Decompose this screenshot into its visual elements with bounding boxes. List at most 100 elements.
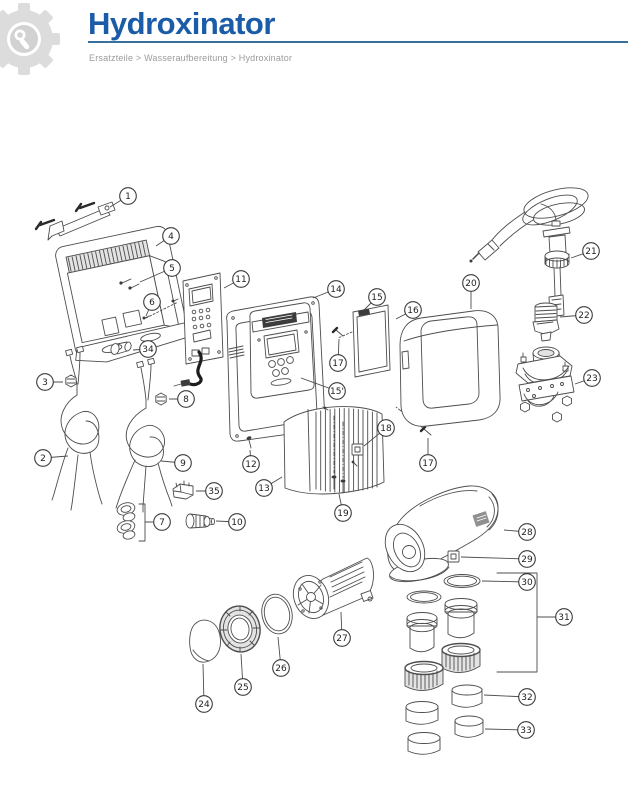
callout-11: 11 bbox=[223, 270, 250, 289]
svg-text:35: 35 bbox=[208, 487, 219, 497]
callout-21: 21 bbox=[570, 242, 600, 260]
part-threaded-fitting bbox=[532, 302, 560, 342]
svg-text:22: 22 bbox=[578, 311, 589, 321]
callout-4: 4 bbox=[155, 227, 180, 247]
part-cable-2 bbox=[51, 345, 103, 511]
part-coupler-34 bbox=[110, 341, 132, 355]
callout-15: 15 bbox=[363, 288, 386, 311]
callout-17-side: 17 bbox=[419, 438, 437, 472]
callout-23: 23 bbox=[574, 369, 601, 387]
gear-wrench-icon bbox=[0, 3, 60, 75]
svg-text:34: 34 bbox=[142, 345, 154, 355]
svg-text:1: 1 bbox=[125, 192, 131, 202]
part-oring-26 bbox=[261, 593, 293, 635]
callout-31: 31 bbox=[539, 608, 573, 626]
callout-25: 25 bbox=[234, 653, 252, 696]
part-locking-ring bbox=[219, 605, 261, 653]
part-rings-32-33 bbox=[405, 684, 484, 755]
svg-text:15': 15' bbox=[330, 387, 344, 397]
callout-32: 32 bbox=[483, 688, 536, 706]
svg-text:8: 8 bbox=[183, 395, 189, 405]
callout-34: 34 bbox=[132, 340, 157, 358]
callout-layer: 12345678910111213141515'1617171819202122… bbox=[34, 187, 601, 739]
svg-text:17: 17 bbox=[332, 359, 343, 369]
callout-24: 24 bbox=[195, 663, 213, 713]
svg-text:25: 25 bbox=[237, 683, 248, 693]
svg-text:23: 23 bbox=[586, 374, 597, 384]
part-saddle-clamp bbox=[515, 346, 575, 423]
part-pcb-panel bbox=[173, 272, 224, 387]
callout-10: 10 bbox=[215, 513, 246, 531]
svg-text:5: 5 bbox=[169, 264, 175, 274]
callout-30: 30 bbox=[481, 573, 536, 591]
part-screws-5-6 bbox=[119, 278, 179, 320]
callout-22: 22 bbox=[559, 306, 593, 324]
callout-7: 7 bbox=[146, 513, 171, 531]
callout-35: 35 bbox=[196, 482, 223, 500]
part-side-panel-15-16 bbox=[337, 304, 391, 378]
part-union-group-31 bbox=[404, 572, 547, 691]
callout-20: 20 bbox=[462, 274, 480, 309]
svg-text:7: 7 bbox=[159, 518, 165, 528]
callout-19: 19 bbox=[334, 493, 352, 522]
breadcrumb: Ersatzteile > Wasseraufbereitung > Hydro… bbox=[89, 53, 293, 63]
callout-3: 3 bbox=[36, 373, 63, 391]
part-shell-cover bbox=[399, 310, 501, 427]
svg-text:30: 30 bbox=[521, 578, 533, 588]
svg-text:15: 15 bbox=[371, 293, 382, 303]
part-flow-sensor bbox=[469, 187, 589, 318]
part-keypad-module bbox=[249, 302, 315, 399]
part-nut-3 bbox=[65, 374, 77, 388]
part-window-29 bbox=[447, 550, 460, 563]
part-transformer-box bbox=[55, 225, 196, 363]
svg-text:9: 9 bbox=[180, 459, 186, 469]
part-orings-30 bbox=[406, 574, 481, 604]
callout-29: 29 bbox=[460, 550, 536, 568]
svg-text:12: 12 bbox=[245, 460, 256, 470]
svg-text:18: 18 bbox=[380, 424, 392, 434]
callout-33: 33 bbox=[484, 721, 535, 739]
callout-15-prime: 15' bbox=[300, 377, 346, 400]
svg-text:16: 16 bbox=[407, 306, 419, 316]
part-barbed-fitting bbox=[185, 513, 215, 529]
callout-28: 28 bbox=[503, 523, 536, 541]
svg-text:32: 32 bbox=[521, 693, 532, 703]
svg-text:13: 13 bbox=[258, 484, 269, 494]
callout-1: 1 bbox=[109, 187, 137, 208]
part-cable-9 bbox=[115, 357, 173, 513]
svg-text:21: 21 bbox=[585, 247, 596, 257]
part-grommets-7 bbox=[116, 502, 152, 542]
svg-text:17: 17 bbox=[422, 459, 433, 469]
page-title: Hydroxinator bbox=[88, 6, 275, 41]
callout-5: 5 bbox=[139, 259, 181, 283]
callout-8: 8 bbox=[169, 390, 195, 408]
svg-text:31: 31 bbox=[558, 613, 569, 623]
svg-text:33: 33 bbox=[520, 726, 531, 736]
part-electrode-cartridge bbox=[292, 557, 374, 619]
svg-text:4: 4 bbox=[168, 232, 174, 242]
svg-text:2: 2 bbox=[40, 454, 46, 464]
callout-17-top: 17 bbox=[329, 338, 347, 372]
title-rule bbox=[88, 41, 628, 43]
callout-6: 6 bbox=[143, 293, 161, 317]
callout-16: 16 bbox=[395, 301, 422, 320]
callout-14: 14 bbox=[312, 280, 345, 299]
callout-2: 2 bbox=[34, 449, 69, 467]
part-cell-housing bbox=[384, 485, 499, 583]
part-dome-cap bbox=[189, 619, 221, 663]
svg-text:24: 24 bbox=[198, 700, 210, 710]
svg-text:14: 14 bbox=[330, 285, 342, 295]
svg-text:3: 3 bbox=[42, 378, 48, 388]
part-nut-8 bbox=[155, 392, 167, 406]
part-screw-12 bbox=[246, 436, 252, 449]
svg-text:11: 11 bbox=[235, 275, 246, 285]
header: Hydroxinator Ersatzteile > Wasseraufbere… bbox=[0, 0, 628, 75]
callout-12: 12 bbox=[242, 449, 260, 473]
svg-text:6: 6 bbox=[149, 298, 155, 308]
callout-26: 26 bbox=[272, 636, 290, 677]
svg-text:27: 27 bbox=[336, 634, 347, 644]
part-connector-35 bbox=[172, 480, 194, 500]
svg-text:28: 28 bbox=[521, 528, 533, 538]
